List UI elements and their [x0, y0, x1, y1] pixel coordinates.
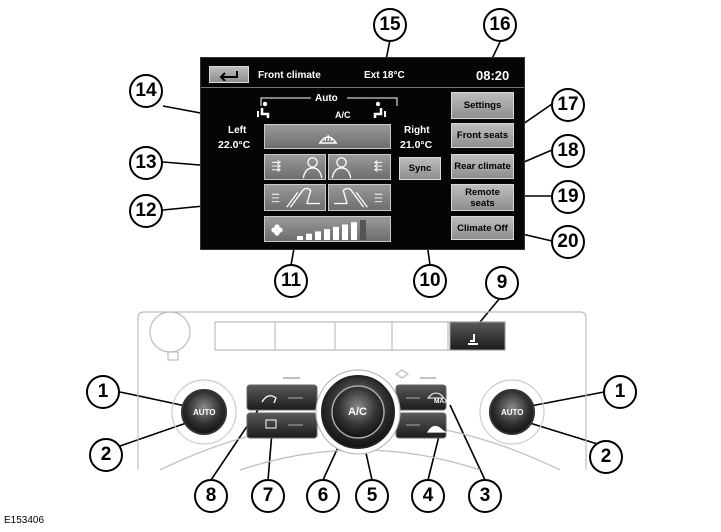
callout-5: 5 — [355, 479, 389, 513]
callout-15: 15 — [373, 8, 407, 42]
settings-button[interactable]: Settings — [451, 92, 514, 119]
callout-17: 17 — [551, 88, 585, 122]
ac-label: A/C — [335, 110, 351, 120]
fan-speed-bars — [297, 219, 366, 240]
fan-speed-bar — [351, 222, 357, 240]
left-zone-label: Left — [228, 125, 247, 136]
callout-12: 12 — [129, 194, 163, 228]
front-seats-button[interactable]: Front seats — [451, 123, 514, 148]
center-ac-knob-label[interactable]: A/C — [348, 406, 367, 418]
left-auto-knob-label[interactable]: AUTO — [193, 408, 216, 417]
back-button[interactable] — [209, 66, 249, 83]
callout-8: 8 — [194, 479, 228, 513]
callout-19: 19 — [551, 180, 585, 214]
airflow-icon — [331, 157, 383, 179]
callout-10: 10 — [413, 264, 447, 298]
right-auto-knob-label[interactable]: AUTO — [501, 408, 524, 417]
heated-seat-icon — [468, 334, 478, 345]
front-defrost-icon — [318, 134, 338, 144]
recirculation-icon — [261, 395, 277, 404]
header-divider — [201, 87, 524, 88]
callout-1-right: 1 — [603, 375, 637, 409]
airflow-lower-left-button[interactable] — [264, 184, 326, 211]
rear-climate-button[interactable]: Rear climate — [451, 154, 514, 179]
fan-speed-bar — [360, 219, 366, 240]
callout-9: 9 — [485, 266, 519, 300]
airflow-upper-right-button[interactable] — [328, 154, 391, 180]
callout-14: 14 — [129, 74, 163, 108]
figure-reference: E153406 — [4, 515, 45, 526]
right-zone-label: Right — [404, 125, 430, 136]
callout-13: 13 — [129, 146, 163, 180]
rear-defrost-icon — [265, 419, 277, 429]
climate-off-button[interactable]: Climate Off — [451, 216, 514, 240]
fan-speed-bar — [297, 236, 303, 240]
remote-seats-button[interactable]: Remote seats — [451, 184, 514, 211]
clock: 08:20 — [476, 68, 510, 83]
seat-icon — [257, 101, 270, 118]
callout-20: 20 — [551, 225, 585, 259]
right-zone-temperature: 21.0°C — [400, 139, 433, 151]
auto-bracket — [260, 97, 398, 106]
callout-18: 18 — [551, 134, 585, 168]
sync-button[interactable]: Sync — [399, 157, 441, 180]
max-defrost-icon — [426, 392, 446, 399]
callout-2-right: 2 — [589, 440, 623, 474]
airflow-upper-left-button[interactable] — [264, 154, 326, 180]
seat-icon — [373, 101, 386, 118]
callout-1-left: 1 — [86, 375, 120, 409]
airflow-icon — [271, 187, 320, 208]
left-zone-temperature: 22.0°C — [218, 139, 251, 151]
callout-16: 16 — [483, 8, 517, 42]
airflow-icon — [334, 187, 383, 208]
callout-2-left: 2 — [89, 438, 123, 472]
callout-4: 4 — [411, 479, 445, 513]
back-arrow-icon — [219, 70, 238, 81]
fan-speed-control[interactable] — [264, 216, 391, 242]
front-defrost-button[interactable] — [264, 124, 391, 149]
fan-speed-bar — [342, 224, 348, 240]
fan-speed-bar — [324, 229, 330, 240]
airflow-lower-right-button[interactable] — [328, 184, 391, 211]
fan-icon — [271, 224, 283, 236]
fan-speed-bar — [333, 226, 339, 240]
fan-speed-bar — [306, 233, 312, 240]
exterior-temperature: Ext 18°C — [364, 70, 405, 81]
callout-11: 11 — [274, 264, 308, 298]
airflow-icon — [271, 157, 323, 179]
touch-screen: Front climate Ext 18°C 08:20 Auto A/C Le… — [200, 57, 525, 250]
callout-6: 6 — [306, 479, 340, 513]
auto-label: Auto — [315, 93, 338, 104]
callout-7: 7 — [251, 479, 285, 513]
max-label: MAX — [434, 398, 449, 405]
callout-3: 3 — [468, 479, 502, 513]
header-title: Front climate — [258, 70, 321, 81]
fan-speed-bar — [315, 231, 321, 240]
